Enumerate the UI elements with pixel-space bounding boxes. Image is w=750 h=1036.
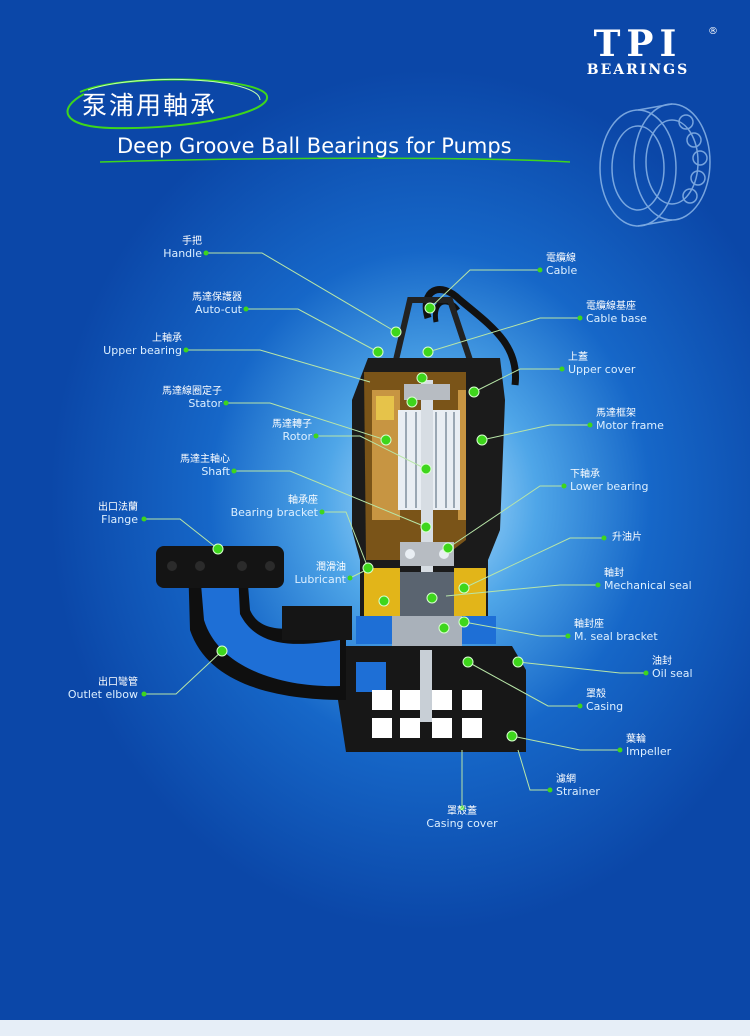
label-auto-cut: 馬達保護器 Auto-cut [192,292,242,316]
label-cable-base-en: Cable base [586,312,647,325]
label-upper-cover-cn: 上蓋 [568,352,588,363]
label-handle: 手把 Handle [163,236,202,260]
label-lubricant-en: Lubricant [294,573,346,586]
label-cable: 電纜線 Cable [546,253,577,277]
label-oil-seal-cn: 油封 [652,656,672,667]
label-flange: 出口法蘭 Flange [98,502,138,526]
label-seal-bracket-cn: 軸封座 [574,619,604,630]
logo-subtitle: BEARINGS [586,62,690,78]
label-shaft-cn: 馬達主軸心 [180,454,230,465]
label-upper-cover: 上蓋 Upper cover [568,352,635,376]
label-casing-cover: 罩殼蓋 Casing cover [420,806,504,830]
label-seal-bracket: 軸封座 M. seal bracket [574,619,658,643]
title-english: Deep Groove Ball Bearings for Pumps [117,134,512,158]
label-motor-frame-en: Motor frame [596,419,664,432]
label-outlet-elbow-en: Outlet elbow [67,688,138,701]
title-swoosh [66,78,571,163]
label-casing-cn: 罩殼 [586,689,606,700]
label-casing-cover-en: Casing cover [426,817,498,830]
label-impeller: 葉輪 Impeller [626,734,671,758]
label-handle-cn: 手把 [182,236,202,247]
label-lower-bearing: 下軸承 Lower bearing [570,469,648,493]
label-lubricant: 潤滑油 Lubricant [294,562,346,586]
label-mechanical-seal-cn: 軸封 [604,568,624,579]
label-upper-bearing-en: Upper bearing [103,344,182,357]
label-mechanical-seal: 軸封 Mechanical seal [604,568,692,592]
label-upper-cover-en: Upper cover [568,363,636,376]
label-bearing-bracket-cn: 軸承座 [288,495,318,506]
label-bearing-bracket: 軸承座 Bearing bracket [231,495,318,519]
tpi-logo: TPI ® BEARINGS [558,26,718,78]
label-cable-base: 電纜線基座 Cable base [586,301,647,325]
label-rotor: 馬達轉子 Rotor [272,419,312,443]
label-auto-cut-en: Auto-cut [194,303,242,316]
label-outlet-elbow-cn: 出口彎管 [98,677,138,688]
label-cable-cn: 電纜線 [546,253,576,264]
label-lower-bearing-en: Lower bearing [570,480,649,493]
logo-name: TPI [593,23,683,65]
label-oil-seal-en: Oil seal [652,667,693,680]
label-motor-frame-cn: 馬達框架 [596,408,636,419]
label-oil-seal: 油封 Oil seal [652,656,693,680]
label-flange-cn: 出口法蘭 [98,502,138,513]
label-mechanical-seal-en: Mechanical seal [604,579,692,592]
label-strainer-cn: 濾網 [556,774,576,785]
label-oil-lifter: 升油片 [612,532,642,544]
label-casing-cover-cn: 罩殼蓋 [447,806,477,817]
label-upper-bearing-cn: 上軸承 [152,333,182,344]
label-shaft-en: Shaft [201,465,230,478]
label-bearing-bracket-en: Bearing bracket [230,506,318,519]
label-impeller-cn: 葉輪 [626,734,646,745]
label-shaft: 馬達主軸心 Shaft [180,454,230,478]
label-cable-en: Cable [546,264,578,277]
label-impeller-en: Impeller [626,745,672,758]
label-outlet-elbow: 出口彎管 Outlet elbow [68,677,138,701]
label-casing: 罩殼 Casing [586,689,623,713]
label-stator-cn: 馬達線圈定子 [162,386,222,397]
label-stator-en: Stator [188,397,222,410]
label-upper-bearing: 上軸承 Upper bearing [103,333,182,357]
label-auto-cut-cn: 馬達保護器 [192,292,242,303]
label-lubricant-cn: 潤滑油 [316,562,346,573]
label-strainer-en: Strainer [556,785,600,798]
label-cable-base-cn: 電纜線基座 [586,301,636,312]
bottom-band [0,1020,750,1036]
bearing-outline-graphic [599,103,711,227]
label-handle-en: Handle [163,247,202,260]
registered-mark: ® [708,26,718,37]
label-rotor-cn: 馬達轉子 [272,419,312,430]
label-stator: 馬達線圈定子 Stator [162,386,222,410]
label-oil-lifter-cn: 升油片 [612,532,642,543]
label-rotor-en: Rotor [282,430,312,443]
label-lower-bearing-cn: 下軸承 [570,469,600,480]
label-flange-en: Flange [101,513,138,526]
label-motor-frame: 馬達框架 Motor frame [596,408,664,432]
title-chinese: 泵浦用軸承 [82,91,218,120]
label-strainer: 濾網 Strainer [556,774,600,798]
label-seal-bracket-en: M. seal bracket [574,630,658,643]
label-casing-en: Casing [586,700,624,713]
